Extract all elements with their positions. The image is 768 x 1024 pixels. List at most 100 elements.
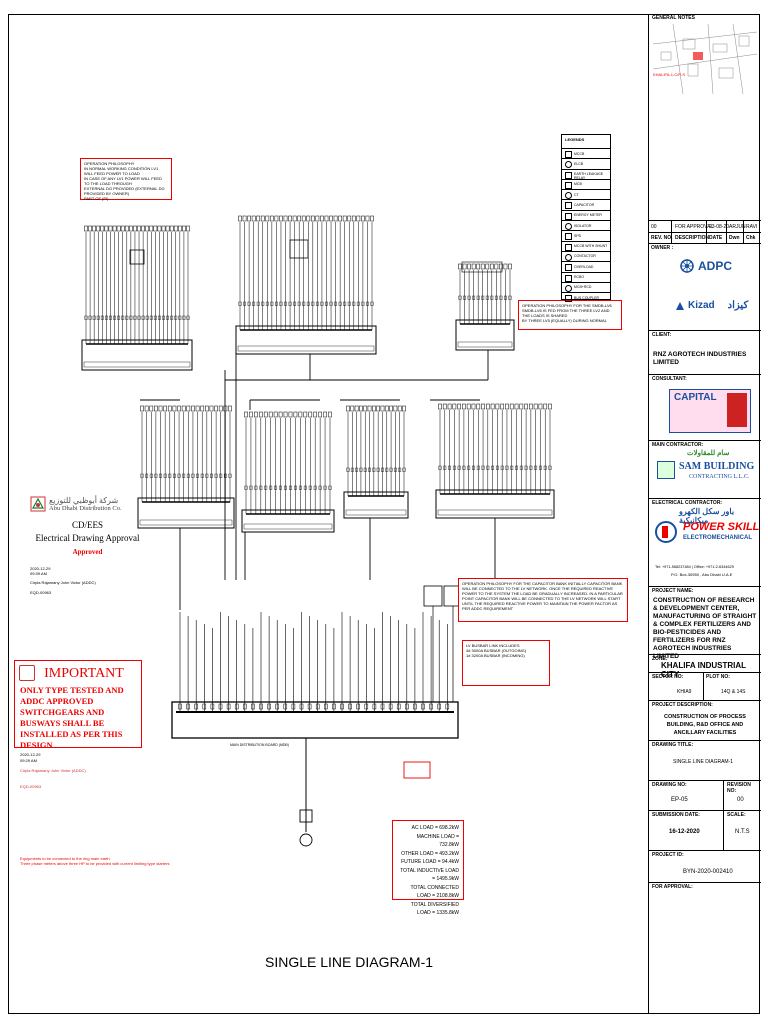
feeder-breaker xyxy=(88,225,92,232)
ec-contact: Tel: +971-568237484 | Office: +971-2-634… xyxy=(655,565,734,569)
feeder-breaker xyxy=(397,405,402,412)
important-body: ONLY TYPE TESTED AND ADDC APPROVED SWITC… xyxy=(20,685,124,750)
feeder-device xyxy=(145,473,149,478)
sub-label: SUBMISSION DATE: xyxy=(652,812,700,818)
feeder-device xyxy=(228,473,232,478)
legend-label: CONTACTOR xyxy=(574,254,596,259)
important-icon xyxy=(19,665,35,681)
feeder-device xyxy=(302,301,306,306)
feeder-device xyxy=(334,301,337,306)
feeder-breaker xyxy=(457,403,461,410)
legend-row: MCCB WITH SHUNT xyxy=(562,240,610,251)
feeder-breaker xyxy=(149,405,154,412)
feeder-breaker xyxy=(543,403,548,410)
feeder-breaker xyxy=(489,263,494,270)
feeder-breaker xyxy=(490,403,495,410)
stamp-engineer: Cirpla Rajamany John Victor (ADDC) xyxy=(30,580,96,585)
sam-sub: CONTRACTING L.L.C. xyxy=(689,474,750,480)
busbar-link-note: LV BUSBAR LINK INCLUDES 4# 3000A BUSBAR … xyxy=(462,640,550,686)
feeder-device xyxy=(494,295,498,300)
feeder-device xyxy=(104,315,108,320)
feeder-device xyxy=(529,465,533,470)
feeder-breaker xyxy=(371,405,376,412)
feeder-device xyxy=(182,473,186,478)
sam-logo-icon xyxy=(657,461,675,479)
feeder-breaker xyxy=(163,405,168,412)
mdb-breaker xyxy=(405,703,409,710)
feeder-breaker xyxy=(476,403,481,410)
dg-incomer xyxy=(129,249,145,265)
feeder-device xyxy=(443,465,447,470)
rev-no: 00 xyxy=(651,224,657,230)
feeder-device xyxy=(249,485,253,490)
feeder-device xyxy=(269,485,273,490)
feeder-device xyxy=(320,301,324,306)
legend-row: SPD xyxy=(562,230,610,241)
feeder-breaker xyxy=(214,405,218,412)
feeder-device xyxy=(328,485,332,490)
client-label: CLIENT: xyxy=(652,332,672,338)
rev-h-chk: Chk xyxy=(746,235,756,241)
mdb-breaker xyxy=(243,703,247,710)
feeder-breaker xyxy=(293,411,298,418)
feeder-device xyxy=(347,301,351,306)
feeder-breaker xyxy=(342,215,347,222)
legend-label: BUS COUPLER xyxy=(574,295,600,300)
feeder-breaker xyxy=(258,411,263,418)
metering-box xyxy=(403,761,431,779)
feeder-device xyxy=(149,315,153,320)
feeder-device xyxy=(372,467,376,472)
legend-symbol-icon xyxy=(565,171,572,179)
feeder-breaker xyxy=(149,225,154,232)
feeder-breaker xyxy=(402,405,406,412)
mdb-breaker xyxy=(226,703,231,710)
feeder-breaker xyxy=(124,225,129,232)
feeder-device xyxy=(219,473,223,478)
board-label-strip xyxy=(139,519,233,526)
feeder-breaker xyxy=(308,411,313,418)
feeder-breaker xyxy=(191,405,195,412)
feeder-device xyxy=(361,301,365,306)
feeder-device xyxy=(117,315,121,320)
key-plan-map xyxy=(652,23,758,95)
feeder-breaker xyxy=(452,403,457,410)
feeder-device xyxy=(398,467,402,472)
load-line: AC LOAD = 698.2kW xyxy=(411,825,459,831)
feeder-device xyxy=(539,465,542,470)
feeder-breaker xyxy=(333,215,338,222)
feeder-breaker xyxy=(538,403,543,410)
feeder-device xyxy=(92,315,96,320)
legend-row: MCCB xyxy=(562,148,610,158)
pid-label: PROJECT ID: xyxy=(652,852,684,858)
mdb-breaker xyxy=(291,703,296,710)
feeder-device xyxy=(346,467,350,472)
important-notice: IMPORTANT ONLY TYPE TESTED AND ADDC APPR… xyxy=(14,660,142,750)
mdb-breaker xyxy=(234,703,239,710)
capacitor-bank xyxy=(423,585,443,607)
feeder-breaker xyxy=(365,215,370,222)
feeder-device xyxy=(303,485,307,490)
feeder-breaker xyxy=(499,263,503,270)
feeder-breaker xyxy=(384,405,389,412)
feeder-breaker xyxy=(481,403,485,410)
feeder-device xyxy=(355,467,359,472)
legend-row: BUS COUPLER xyxy=(562,292,610,303)
feeder-device xyxy=(452,465,456,470)
feeder-breaker xyxy=(495,403,500,410)
mdb-breaker xyxy=(437,703,441,710)
feeder-breaker xyxy=(519,403,524,410)
revision-table: 00 FOR APPROVAL 23-08-20 ARJUN RAVI REV.… xyxy=(649,220,761,251)
feeder-breaker xyxy=(389,405,393,412)
feeder-device xyxy=(293,301,297,306)
legend-label: ELCB xyxy=(574,161,584,166)
distribution-board-smdb3 xyxy=(455,319,515,351)
feeder-device xyxy=(500,465,504,470)
stamp-date: 2020-12-29 xyxy=(30,566,51,571)
feeder-device xyxy=(177,473,181,478)
feeder-device xyxy=(186,315,190,320)
feeder-breaker xyxy=(338,215,342,222)
feeder-breaker xyxy=(100,225,105,232)
kizad-logo: Kizad كيزاد xyxy=(675,300,748,311)
legend-row: ISOLATOR xyxy=(562,220,610,231)
